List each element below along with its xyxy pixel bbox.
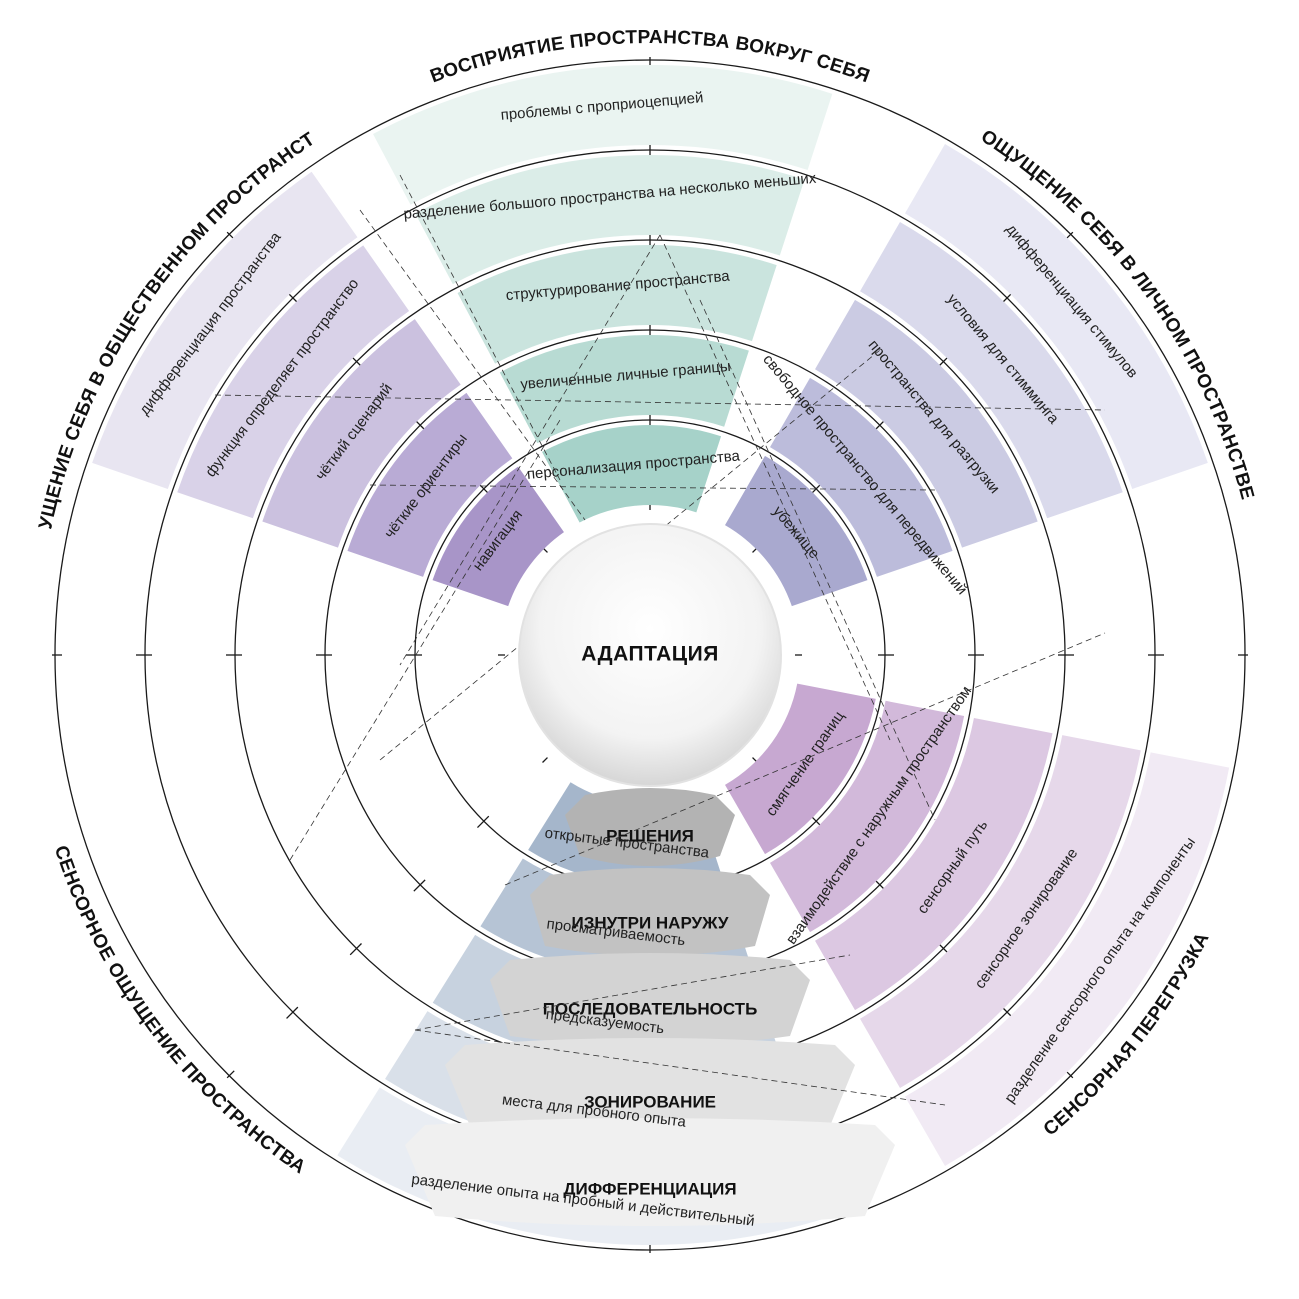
segment-0-1 [347, 392, 513, 577]
connector-line [399, 174, 561, 481]
connector-line [399, 234, 661, 666]
connector-line [289, 419, 561, 861]
segment-0-4 [92, 171, 358, 489]
ring-tick [349, 943, 362, 956]
ring-tick [413, 879, 426, 892]
segment-2-0 [725, 455, 868, 607]
segment-3-4 [905, 752, 1230, 1166]
segment-0-3 [177, 245, 410, 519]
segment-3-3 [860, 735, 1141, 1089]
bottom-band-4 [405, 1118, 895, 1226]
bottom-band-label: ПОСЛЕДОВАТЕЛЬНОСТЬ [543, 999, 758, 1018]
connector-line [359, 209, 586, 521]
segment-2-2 [815, 299, 1038, 548]
bottom-band-label: РЕШЕНИЯ [606, 826, 694, 845]
bottom-band-1 [530, 868, 770, 956]
segment-2-1 [770, 377, 953, 577]
connector-line [699, 299, 936, 821]
segment-2-3 [860, 221, 1123, 519]
segment-1-4 [373, 65, 833, 205]
ring-tick [286, 1006, 299, 1019]
connector-line [414, 954, 851, 1031]
bottom-band-3 [445, 1038, 855, 1136]
bottom-band-2 [490, 953, 810, 1046]
center-label: АДАПТАЦИЯ [581, 643, 719, 666]
segment-0-2 [262, 319, 461, 548]
connector-line [659, 234, 891, 741]
group-title: СЕНСОРНОЕ ОЩУЩЕНИЕ ПРОСТРАНСТВА [50, 843, 310, 1178]
segment-1-2 [457, 245, 777, 364]
segment-1-1 [499, 335, 749, 444]
ring-tick [477, 815, 490, 828]
center: АДАПТАЦИЯ [518, 523, 782, 787]
bottom-band-0 [565, 788, 735, 866]
connector-line [369, 484, 936, 491]
bottom-band-label: ИЗНУТРИ НАРУЖУ [572, 913, 729, 932]
segment-3-2 [815, 717, 1053, 1011]
bottom-band-label: ДИФФЕРЕНЦИАЦИЯ [563, 1179, 736, 1198]
connector-line [214, 394, 1106, 411]
center-circle [518, 523, 782, 787]
segment-1-0 [542, 424, 722, 523]
segment-0-0 [432, 466, 564, 607]
segment-2-4 [905, 144, 1208, 489]
connector-line [504, 632, 1106, 886]
bottom-bands: РЕШЕНИЯ ИЗНУТРИ НАРУЖУ ПОСЛЕДОВАТЕЛЬНОСТЬ З… [405, 788, 895, 1226]
segment-3-1 [770, 700, 965, 933]
segment-1-3 [415, 155, 805, 285]
group-title-text: СЕНСОРНОЕ ОЩУЩЕНИЕ ПРОСТРАНСТВА [50, 843, 309, 1178]
bottom-band-label: ЗОНИРОВАНИЕ [584, 1092, 716, 1111]
segment-3-0 [725, 683, 876, 855]
ring-tick [226, 1070, 235, 1079]
ring-tick [542, 757, 548, 763]
